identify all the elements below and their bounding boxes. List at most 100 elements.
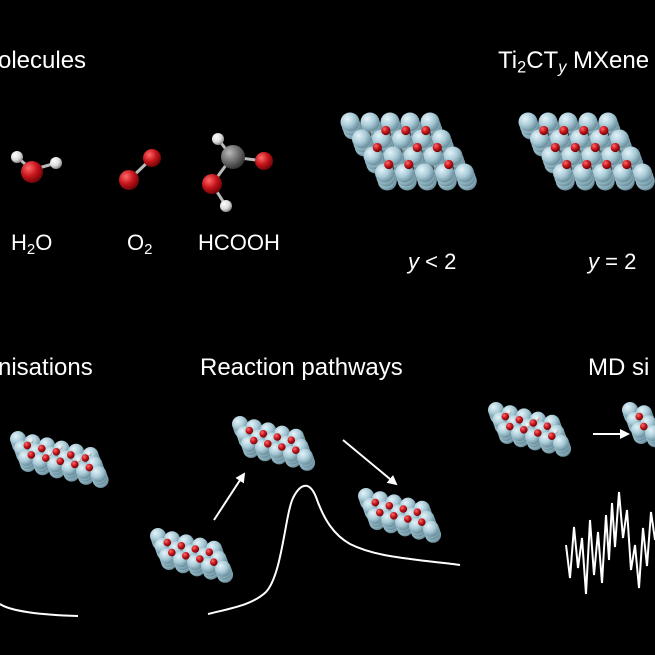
oxygen-atom <box>38 444 46 453</box>
oxygen-atom <box>562 159 572 170</box>
oxygen-atom <box>23 441 32 450</box>
mxene-heading: Ti2CTy MXene <box>498 47 650 77</box>
pathway-arrow-up <box>213 472 246 521</box>
titanium-atom <box>340 112 360 132</box>
oxygen-atom <box>432 142 442 153</box>
oxygen-atom <box>640 422 648 431</box>
oxygen-atom <box>264 440 272 448</box>
optimisation-energy-curve <box>0 603 79 617</box>
final-state-slab <box>358 488 442 543</box>
oxygen-atom <box>534 429 542 437</box>
oxygen-atom <box>602 159 612 170</box>
oxygen-atom <box>399 505 408 513</box>
reaction-energy-profile <box>207 484 461 615</box>
oxygen-atom <box>287 436 296 445</box>
transition-state-slab <box>232 416 316 471</box>
titanium-atom <box>518 112 538 132</box>
oxygen-atom <box>520 426 528 434</box>
titanium-atom <box>553 434 569 451</box>
oxygen-atom <box>622 159 632 170</box>
oxygen-atom <box>81 454 90 462</box>
titanium-atom <box>645 425 655 442</box>
oxygen-atom <box>421 125 431 136</box>
initial-state-slab <box>150 528 234 583</box>
oxygen-atom <box>182 552 190 560</box>
oxygen-atom <box>590 142 600 153</box>
md-initial-slab <box>488 402 572 457</box>
water-molecule <box>11 151 62 183</box>
hydrogen-atom <box>29 438 34 444</box>
oxygen-atom <box>582 159 592 170</box>
oxygen-atom <box>599 125 609 136</box>
oxygen-atom <box>273 433 282 441</box>
titanium-atom <box>215 560 231 577</box>
optimised-slab <box>10 431 109 488</box>
oxygen-atom <box>196 555 204 563</box>
oxygen-atom <box>381 125 391 136</box>
oxygen-atom <box>390 512 398 520</box>
oxygen-atom <box>71 460 79 469</box>
oxygen-atom <box>413 508 422 516</box>
molecules-heading: olecules <box>0 47 87 74</box>
md-trajectory-trace <box>565 491 655 595</box>
oxygen-atom <box>610 142 620 153</box>
mxene-right-label: y = 2 <box>588 249 637 274</box>
oxygen-atom <box>550 142 560 153</box>
oxygen-atom <box>210 558 218 566</box>
oxygen-atom <box>444 159 454 170</box>
hydrogen-atom <box>47 451 52 456</box>
titanium-atom <box>455 163 474 183</box>
oxygen-atom <box>371 498 380 507</box>
titanium-atom <box>423 520 439 537</box>
oxygen-atom <box>385 502 394 510</box>
oxygen-atom <box>42 454 50 462</box>
oxygen-atom <box>418 518 426 526</box>
oxygen-atom <box>191 545 200 553</box>
hydrogen-atom <box>58 445 63 450</box>
oxygen-atom <box>412 142 422 153</box>
titanium-atom <box>297 448 313 465</box>
oxygen-atom <box>245 426 254 435</box>
mxene-left-label: y < 2 <box>408 249 457 274</box>
hydrogen-atom <box>535 416 540 421</box>
oxygen-atom <box>543 422 552 431</box>
titanium-atom <box>360 112 380 132</box>
titanium-atom <box>415 163 434 183</box>
mxene-slab-full <box>518 112 655 191</box>
oxygen-atom <box>163 538 172 547</box>
oxygen-atom <box>205 548 214 556</box>
oxygen-atom <box>570 142 580 153</box>
oxygen-atom <box>501 412 510 421</box>
oxygen-atom <box>404 515 412 523</box>
hydrogen-atom <box>76 458 81 463</box>
formic-acid-molecule <box>202 133 273 212</box>
oxygen-atom <box>384 159 394 170</box>
hydrogen-atom <box>525 423 530 428</box>
titanium-atom <box>352 129 371 149</box>
oxygen-atom <box>515 416 524 424</box>
oxygen-atom <box>506 422 514 431</box>
titanium-atom <box>633 163 652 183</box>
oxygen-atom <box>292 446 300 455</box>
oxygen-atom <box>548 432 556 441</box>
oxygen-atom <box>52 448 61 456</box>
md-final-slab <box>622 402 655 448</box>
oxygen-atom <box>67 451 75 459</box>
oxygen-atom <box>635 412 644 421</box>
oxygen-molecule <box>119 149 161 190</box>
hydrogen-atom <box>87 451 92 456</box>
oxygen-atom <box>529 419 538 427</box>
oxygen-atom <box>85 463 94 472</box>
optimisations-heading: nisations <box>0 354 93 381</box>
oxygen-atom <box>376 508 384 517</box>
reaction-pathways-heading: Reaction pathways <box>200 354 403 381</box>
oxygen-atom <box>372 142 382 153</box>
pathway-arrow-down <box>342 439 398 486</box>
oxygen-atom <box>579 125 589 136</box>
md-heading: MD si <box>588 354 650 381</box>
titanium-atom <box>90 466 107 482</box>
oxygen-atom <box>177 542 186 550</box>
formic-acid-label: HCOOH <box>198 230 280 255</box>
oxygen-atom <box>539 125 549 136</box>
